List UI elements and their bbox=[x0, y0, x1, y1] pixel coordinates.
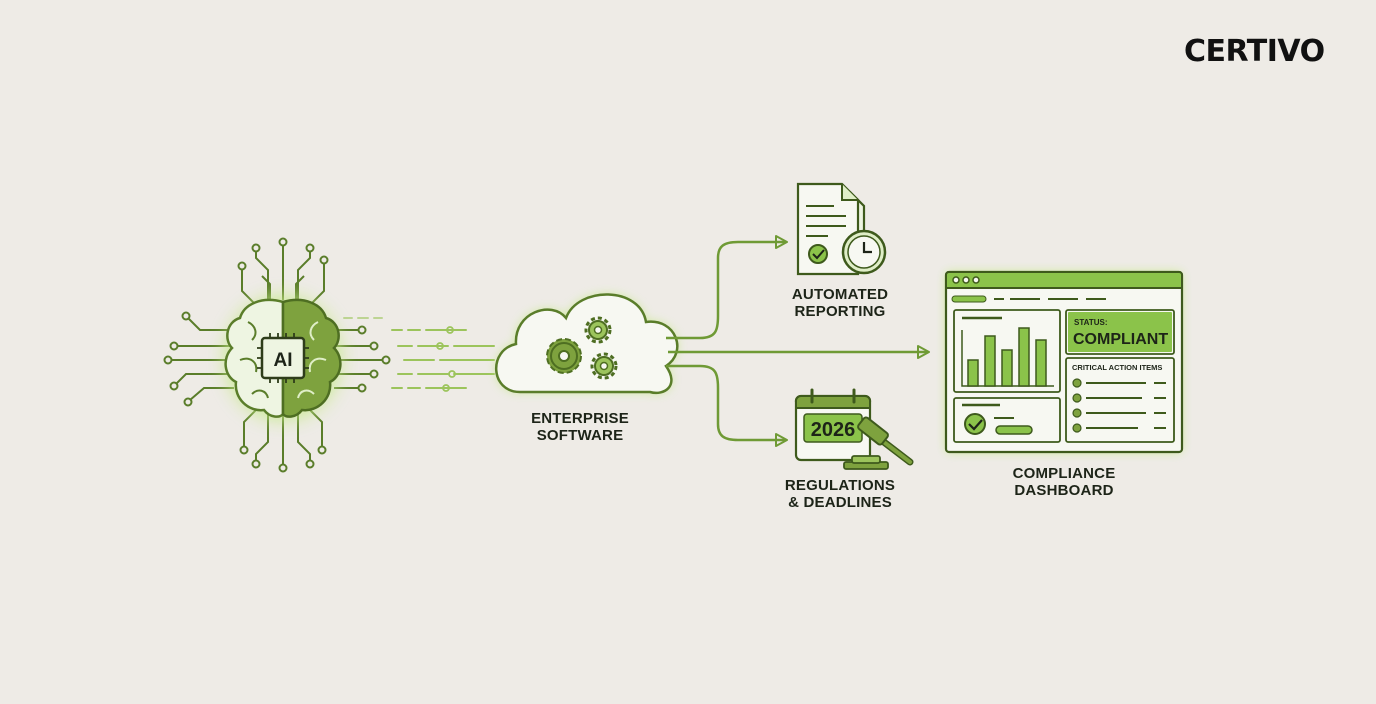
regulations-deadlines-label: REGULATIONS & DEADLINES bbox=[770, 477, 910, 511]
gavel-icon bbox=[843, 416, 914, 470]
ai-brain-icon: AI bbox=[163, 237, 391, 473]
bar-chart-bars bbox=[967, 327, 1047, 387]
dashboard-label-line2: DASHBOARD bbox=[1014, 482, 1114, 499]
ai-chip-label: AI bbox=[274, 350, 293, 371]
brain-left-half bbox=[224, 298, 285, 418]
arrow-to-regulations bbox=[666, 364, 788, 447]
enterprise-label-line2: SOFTWARE bbox=[536, 427, 624, 444]
cloud-icon bbox=[494, 293, 679, 395]
circuit-traces bbox=[170, 244, 384, 466]
calendar-year: 2026 bbox=[811, 419, 856, 441]
regulations-label-line2: & DEADLINES bbox=[788, 494, 892, 511]
gear-small-icon-2 bbox=[590, 352, 618, 380]
action-items-title: CRITICAL ACTION ITEMS bbox=[1072, 363, 1162, 372]
automated-reporting-label: AUTOMATED REPORTING bbox=[770, 286, 910, 320]
arrow-to-reporting bbox=[666, 235, 788, 340]
report-document-icon bbox=[796, 182, 887, 276]
brain-right-half bbox=[281, 298, 342, 418]
status-value: COMPLIANT bbox=[1073, 331, 1168, 348]
enterprise-software-label: ENTERPRISE SOFTWARE bbox=[510, 410, 650, 444]
dashboard-window: STATUS: COMPLIANT CRITICAL ACTION ITEMS bbox=[944, 270, 1184, 454]
data-flow-dots bbox=[343, 317, 495, 389]
reporting-label-line1: AUTOMATED bbox=[791, 286, 889, 303]
regulations-label-line1: REGULATIONS bbox=[784, 477, 896, 494]
clock-icon bbox=[841, 229, 887, 275]
connector-arrows bbox=[666, 235, 930, 447]
compliance-dashboard-label: COMPLIANCE DASHBOARD bbox=[994, 465, 1134, 499]
dashboard-label-line1: COMPLIANCE bbox=[1012, 465, 1116, 482]
dashboard-check-icon bbox=[964, 413, 986, 435]
check-icon bbox=[808, 244, 828, 264]
gear-small-icon bbox=[584, 316, 612, 344]
reporting-label-line2: REPORTING bbox=[794, 303, 886, 320]
action-item-list bbox=[1072, 378, 1166, 433]
certivo-logo: CERTIVO bbox=[1184, 34, 1325, 69]
gear-icon bbox=[546, 338, 582, 374]
enterprise-label-line1: ENTERPRISE bbox=[531, 410, 629, 427]
window-dots bbox=[952, 276, 980, 284]
status-label: STATUS: bbox=[1074, 318, 1107, 327]
circuit-nodes bbox=[163, 237, 391, 473]
